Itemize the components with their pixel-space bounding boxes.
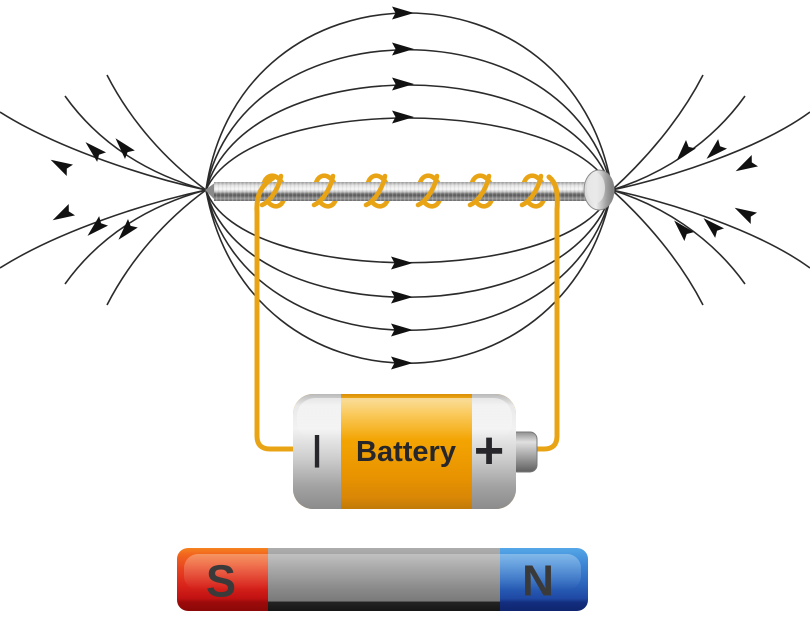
battery-gloss [297, 398, 512, 440]
magnet-south-label: S [206, 556, 236, 607]
flow-arrow [392, 77, 414, 91]
field-lines [0, 6, 810, 370]
battery-plus-symbol: + [474, 422, 504, 480]
battery-label: Battery [356, 436, 456, 468]
nail-head-highlight [587, 173, 605, 203]
field-line-right [611, 189, 704, 306]
flow-arrow [49, 203, 76, 226]
nail-tip [205, 182, 216, 201]
flow-arrow [732, 154, 759, 177]
field-line-left [64, 189, 207, 285]
field-loop [205, 12, 613, 264]
field-line-left [0, 111, 207, 191]
field-line-right [611, 189, 810, 269]
flow-arrow [392, 110, 414, 124]
field-loop [205, 84, 613, 331]
flow-arrow [47, 154, 74, 177]
field-line-left [0, 189, 207, 269]
field-line-right [611, 189, 746, 285]
battery-minus-symbol: | [312, 430, 322, 468]
field-line-right [611, 74, 704, 191]
field-line-left [64, 95, 207, 191]
flow-arrow [699, 213, 725, 238]
nail-body-texture [214, 182, 587, 201]
battery: | Battery + [293, 394, 538, 509]
field-line-left [106, 74, 207, 191]
field-loop [205, 49, 613, 299]
wire-right [521, 174, 560, 452]
magnet-north-label: N [522, 557, 554, 606]
nail [205, 169, 615, 211]
flow-arrow [392, 42, 414, 56]
flow-arrow [731, 202, 758, 225]
field-line-right [611, 95, 746, 191]
flow-arrow [81, 137, 107, 162]
bar-magnet: S N [177, 548, 588, 611]
field-loop [205, 117, 613, 364]
field-line-right [611, 111, 810, 191]
field-line-left [106, 189, 207, 306]
magnet-gloss [184, 554, 581, 590]
wire-left [254, 175, 297, 452]
